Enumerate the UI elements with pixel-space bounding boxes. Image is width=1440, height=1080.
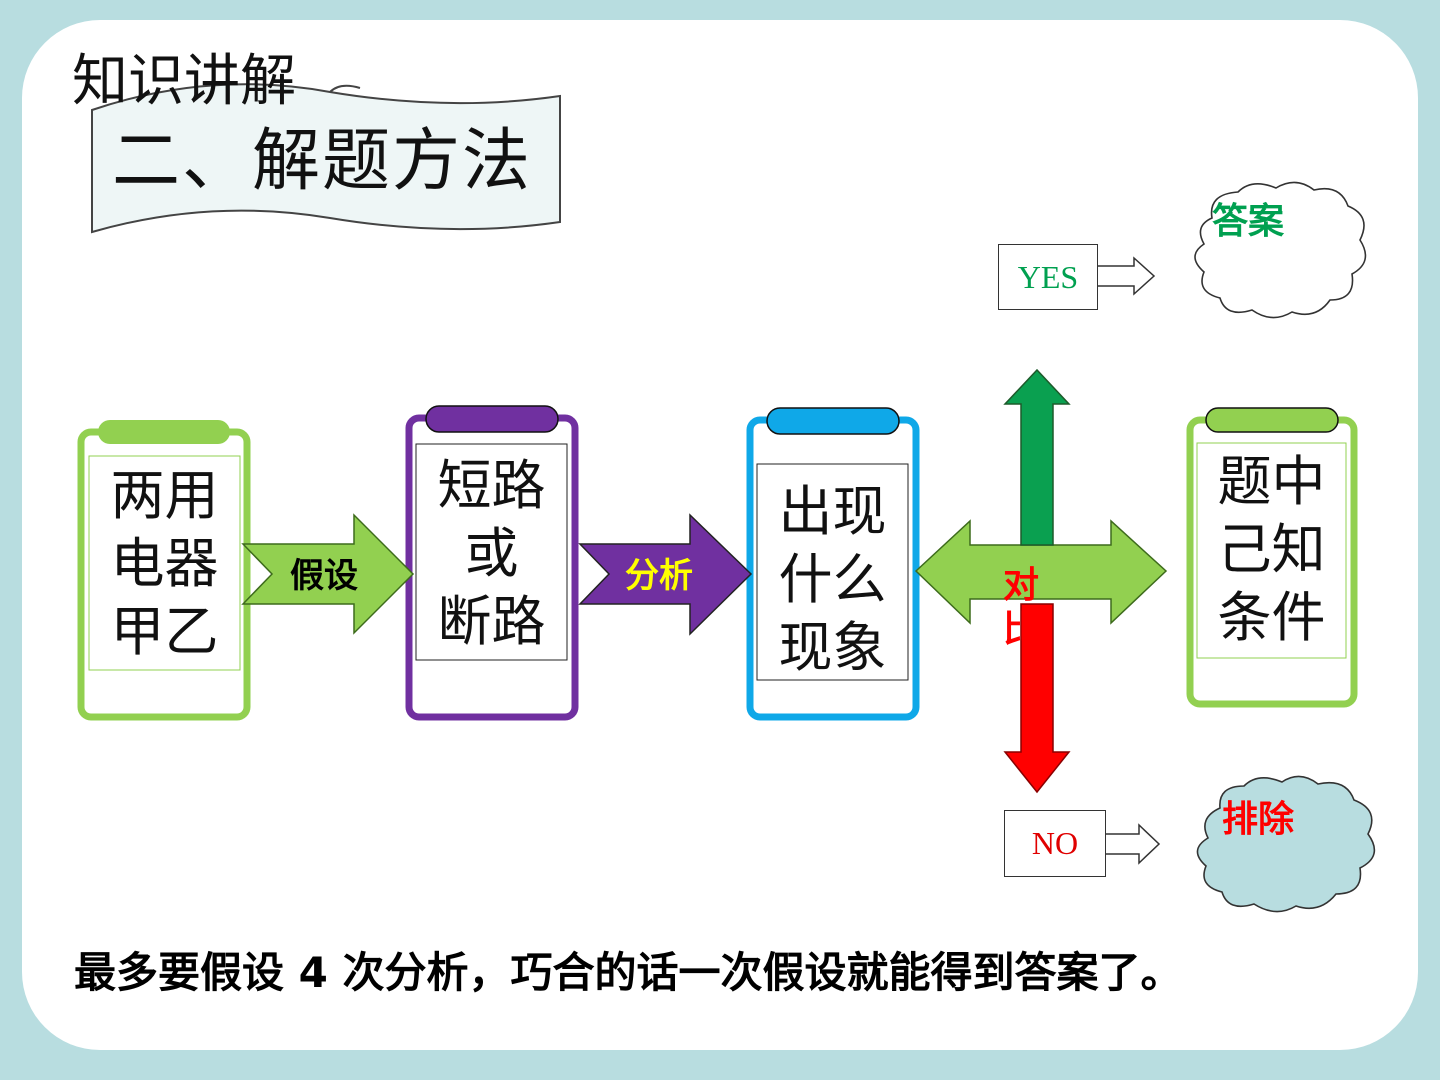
analyze-arrow bbox=[578, 513, 753, 636]
compare-label: 对 比 bbox=[1003, 565, 1040, 650]
exclude-cloud bbox=[1196, 775, 1376, 913]
yes-up-arrow bbox=[1003, 368, 1071, 546]
answer-cloud bbox=[1194, 181, 1367, 319]
no-callout-arrow bbox=[1105, 823, 1161, 865]
box1-clipboard bbox=[77, 420, 251, 721]
exclude-text: 排除 bbox=[1222, 799, 1295, 840]
answer-text: 答案 bbox=[1212, 201, 1285, 242]
subtitle-banner-curl bbox=[329, 84, 361, 93]
section-subtitle: 二、解题方法 bbox=[112, 122, 533, 201]
compare-double-arrow bbox=[914, 519, 1168, 625]
assume-label: 假设 bbox=[290, 556, 358, 596]
yes-box: YES bbox=[998, 244, 1098, 310]
box1-text: 两用 电器 甲乙 bbox=[110, 464, 219, 663]
assume-arrow bbox=[241, 513, 415, 635]
box3-text: 出现 什么 现象 bbox=[778, 480, 887, 679]
box4-text: 题中 己知 条件 bbox=[1217, 450, 1326, 649]
footer-note: 最多要假设 4 次分析，巧合的话一次假设就能得到答案了。 bbox=[74, 948, 1183, 997]
subtitle-banner bbox=[91, 83, 561, 234]
box2-clipboard bbox=[405, 405, 579, 721]
no-down-arrow bbox=[1003, 603, 1071, 794]
no-box: NO bbox=[1004, 810, 1106, 877]
box3-clipboard bbox=[746, 407, 920, 721]
yes-callout-arrow bbox=[1098, 256, 1156, 296]
section-title: 知识讲解 bbox=[72, 49, 296, 114]
box2-text: 短路 或 断路 bbox=[437, 454, 546, 653]
analyze-label: 分析 bbox=[625, 556, 693, 596]
box4-clipboard bbox=[1186, 407, 1358, 708]
